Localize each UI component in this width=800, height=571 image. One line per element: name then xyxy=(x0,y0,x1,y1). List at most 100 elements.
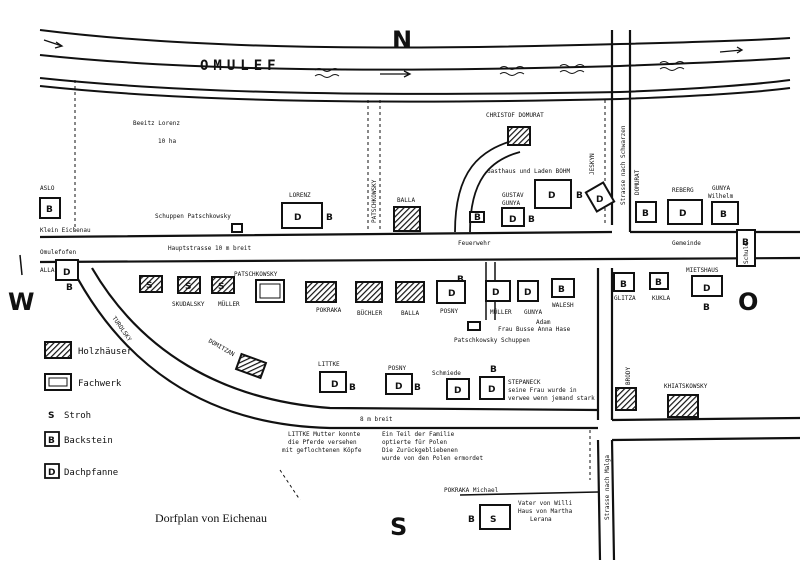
house-gasthaus xyxy=(534,179,572,209)
house-schmiede xyxy=(446,378,470,400)
svg-text:LORENZ: LORENZ xyxy=(289,192,311,199)
house-asl xyxy=(39,197,61,219)
legend-text: Holzhäuser Fachwerk S Stroh B Backstein … xyxy=(48,347,133,478)
svg-text:Beeitz Lorenz: Beeitz Lorenz xyxy=(133,120,180,127)
house-buechler xyxy=(355,281,383,303)
svg-text:B: B xyxy=(558,285,565,295)
svg-text:LITTKE Mutter konnte: LITTKE Mutter konnte xyxy=(288,431,361,438)
svg-text:wurde von den Polen ermordet: wurde von den Polen ermordet xyxy=(382,455,484,462)
svg-text:POSNY: POSNY xyxy=(440,308,458,315)
buildings xyxy=(39,126,756,530)
shed-patschkowsky xyxy=(231,223,243,233)
house-gunya-wilhelm xyxy=(711,201,739,225)
svg-text:B: B xyxy=(468,515,475,525)
house-patschkowsky xyxy=(255,279,285,303)
svg-text:D: D xyxy=(63,268,70,278)
svg-text:Strasse nach Malga: Strasse nach Malga xyxy=(604,455,611,520)
svg-text:MIETSHAUS: MIETSHAUS xyxy=(686,267,719,274)
svg-text:KUKLA: KUKLA xyxy=(652,295,670,302)
svg-text:ASLO: ASLO xyxy=(40,185,55,192)
svg-text:Wilhelm: Wilhelm xyxy=(708,193,734,200)
svg-text:S: S xyxy=(490,515,496,525)
svg-text:B: B xyxy=(620,280,627,290)
svg-text:B: B xyxy=(66,283,73,293)
svg-text:CHRISTOF DOMURAT: CHRISTOF DOMURAT xyxy=(486,112,544,119)
svg-text:BRODY: BRODY xyxy=(625,367,632,385)
svg-text:B: B xyxy=(742,238,749,248)
svg-text:S: S xyxy=(48,411,54,421)
svg-text:LITTKE: LITTKE xyxy=(318,361,340,368)
compass-west: W xyxy=(8,288,34,316)
svg-text:Haus von Martha: Haus von Martha xyxy=(518,508,573,515)
svg-text:Fachwerk: Fachwerk xyxy=(78,379,122,389)
svg-text:die Pferde versehen: die Pferde versehen xyxy=(288,439,357,446)
svg-text:MÜLLER: MÜLLER xyxy=(490,309,512,316)
compass-south: S xyxy=(390,513,407,541)
house-christof xyxy=(507,126,531,146)
labels: Beeitz Lorenz 10 ha CHRISTOF DOMURAT Gas… xyxy=(40,112,750,523)
svg-text:Feuerwehr: Feuerwehr xyxy=(458,240,491,247)
svg-text:S: S xyxy=(218,282,224,292)
house-glitza xyxy=(613,272,635,292)
svg-text:D: D xyxy=(488,385,495,395)
svg-text:GUNYA: GUNYA xyxy=(502,200,520,207)
house-domitzan xyxy=(234,352,268,380)
svg-text:D: D xyxy=(679,209,686,219)
svg-text:B: B xyxy=(46,205,53,215)
svg-text:Lerana: Lerana xyxy=(530,516,552,523)
house-jeskyn xyxy=(584,181,616,213)
svg-text:SKUDALSKY: SKUDALSKY xyxy=(172,301,205,308)
svg-text:D: D xyxy=(548,191,555,201)
shed-frau xyxy=(467,321,481,331)
building-letters: B D B D B D B B D B D B B D B S S S D B … xyxy=(46,191,749,525)
svg-text:Frau Busse Anna Hase: Frau Busse Anna Hase xyxy=(498,326,571,333)
svg-text:Schuppen Patschkowsky: Schuppen Patschkowsky xyxy=(155,213,231,220)
house-schule xyxy=(736,229,756,267)
svg-text:D: D xyxy=(448,289,455,299)
svg-text:B: B xyxy=(457,275,464,285)
house-mueller1 xyxy=(211,276,235,294)
svg-text:D: D xyxy=(331,380,338,390)
house-posny xyxy=(436,280,466,304)
svg-text:D: D xyxy=(395,382,402,392)
svg-text:Gemeinde: Gemeinde xyxy=(672,240,701,247)
svg-text:D: D xyxy=(703,284,710,294)
map-caption: Dorfplan von Eichenau xyxy=(155,511,267,525)
svg-text:Omulefofen: Omulefofen xyxy=(40,249,77,256)
svg-text:Dachpfanne: Dachpfanne xyxy=(64,468,118,478)
svg-text:Backstein: Backstein xyxy=(64,436,113,446)
legend-back-swatch xyxy=(44,431,60,447)
svg-text:POSNY: POSNY xyxy=(388,365,406,372)
roads xyxy=(19,30,800,561)
svg-text:optierte für Polen: optierte für Polen xyxy=(382,439,447,446)
svg-text:B: B xyxy=(490,365,497,375)
house-feuer xyxy=(469,211,485,223)
svg-text:PATSCHKOWSKY: PATSCHKOWSKY xyxy=(234,271,278,278)
svg-text:Vater von Willi: Vater von Willi xyxy=(518,500,573,507)
house-lorenz xyxy=(281,202,323,229)
house-s1 xyxy=(139,275,163,293)
compass-north: N xyxy=(392,26,412,54)
svg-text:D: D xyxy=(48,468,55,478)
svg-text:BALLA: BALLA xyxy=(401,310,419,317)
svg-text:B: B xyxy=(576,191,583,201)
svg-text:D: D xyxy=(294,213,301,223)
house-mietshaus xyxy=(691,275,723,297)
svg-text:REBERG: REBERG xyxy=(672,187,694,194)
svg-text:8 m breit: 8 m breit xyxy=(360,416,393,423)
svg-text:D: D xyxy=(509,215,516,225)
svg-text:mit geflochtenen Köpfe: mit geflochtenen Köpfe xyxy=(282,447,362,454)
house-balla-mid xyxy=(395,281,425,303)
svg-text:B: B xyxy=(48,436,55,446)
house-khiatskowsky xyxy=(667,394,699,418)
svg-text:B: B xyxy=(642,209,649,219)
house-gustav xyxy=(501,207,525,227)
svg-text:Gasthaus und Laden BOHM: Gasthaus und Laden BOHM xyxy=(487,168,570,175)
legend-dach-swatch xyxy=(44,463,60,479)
svg-text:S: S xyxy=(146,281,152,291)
svg-text:Ein Teil der Familie: Ein Teil der Familie xyxy=(382,431,455,438)
svg-text:DOMURAT: DOMURAT xyxy=(634,169,641,195)
svg-text:D: D xyxy=(596,195,603,205)
svg-text:D: D xyxy=(492,288,499,298)
river-name: OMULEF xyxy=(200,58,281,74)
